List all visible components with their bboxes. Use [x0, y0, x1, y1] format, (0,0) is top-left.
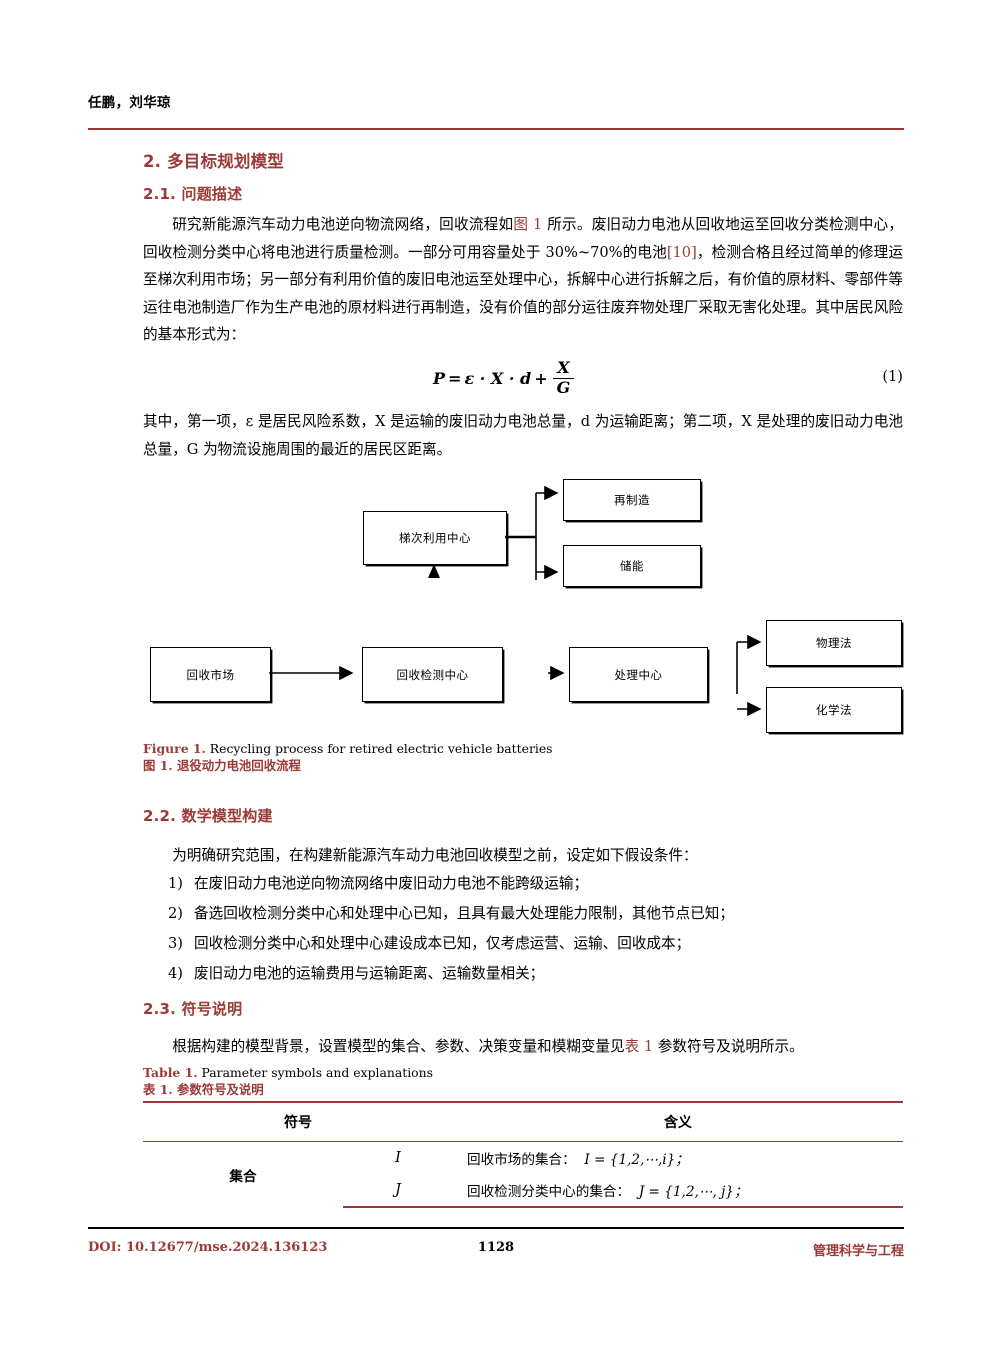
table-cell-meaning-J: 回收检测分类中心的集合： J = {1,2,⋯, j}； — [453, 1174, 903, 1208]
section-heading-2-1: 2.1. 问题描述 — [143, 185, 243, 203]
table-row: J 回收检测分类中心的集合： J = {1,2,⋯, j}； — [143, 1174, 903, 1208]
figure-caption-text-en: Recycling process for retired electric v… — [205, 741, 553, 756]
assumption-text-4: 废旧动力电池的运输费用与运输距离、运输数量相关； — [194, 965, 545, 982]
section-heading-2: 2. 多目标规划模型 — [143, 152, 284, 171]
table-header-symbol: 符号 — [143, 1101, 453, 1142]
diagram-node-physical-method[interactable]: 物理法 — [766, 620, 902, 666]
diagram-node-chemical-method[interactable]: 化学法 — [766, 687, 902, 733]
table-cell-symbol-I: I — [395, 1150, 401, 1166]
assumption-text-2: 备选回收检测分类中心和处理中心已知，且具有最大处理能力限制，其他节点已知； — [194, 905, 734, 922]
meaning-text-J: 回收检测分类中心的集合： — [467, 1184, 631, 1200]
assumption-number-2: 2) — [168, 905, 183, 922]
parameter-symbols-table: 符号 含义 集合 I 回收市场的集合： I = {1,2,⋯,i}； J 回收检… — [143, 1101, 903, 1208]
equation-equals: = — [448, 369, 462, 389]
figure-caption-en-line: Figure 1. Recycling process for retired … — [143, 740, 553, 757]
table-header-meaning: 含义 — [453, 1101, 903, 1142]
diagram-node-recycle-market[interactable]: 回收市场 — [150, 647, 271, 702]
figure-caption-text-zh: 退役动力电池回收流程 — [172, 758, 301, 773]
meaning-expression-J: J = {1,2,⋯, j}； — [638, 1184, 748, 1200]
table-cell-meaning-I: 回收市场的集合： I = {1,2,⋯,i}； — [453, 1142, 903, 1175]
arrowhead-up-to-cascade — [428, 564, 440, 578]
table-caption-zh-line: 表 1. 参数符号及说明 — [143, 1081, 433, 1098]
equation-1: P = ε · X · d + X G — [433, 358, 575, 398]
table-cell-symbol-J: J — [343, 1174, 453, 1208]
diagram-node-inspection-center[interactable]: 回收检测中心 — [362, 647, 503, 702]
table-body: 集合 I 回收市场的集合： I = {1,2,⋯,i}； J 回收检测分类中心的… — [143, 1142, 903, 1208]
table-row: 集合 I 回收市场的集合： I = {1,2,⋯,i}； — [143, 1142, 903, 1185]
equation-plus: + — [534, 369, 548, 389]
table-1-caption: Table 1. Parameter symbols and explanati… — [143, 1064, 433, 1098]
running-head: 任鹏，刘华琼 — [88, 95, 171, 111]
assumption-text-3: 回收检测分类中心和处理中心建设成本已知，仅考虑运营、运输、回收成本； — [194, 935, 691, 952]
assumption-item-3: 3) 回收检测分类中心和处理中心建设成本已知，仅考虑运营、运输、回收成本； — [168, 930, 903, 958]
table-caption-text-en: Parameter symbols and explanations — [197, 1065, 433, 1080]
fraction-numerator: X — [557, 358, 570, 377]
paragraph-symbol-explanation: 其中，第一项，ε 是居民风险系数，X 是运输的废旧动力电池总量，d 为运输距离；… — [143, 413, 903, 458]
table-caption-en-line: Table 1. Parameter symbols and explanati… — [143, 1064, 433, 1081]
assumption-number-1: 1) — [168, 875, 183, 892]
fraction-denominator: G — [556, 378, 571, 398]
table-header: 符号 含义 — [143, 1101, 903, 1142]
diagram-node-treatment-center[interactable]: 处理中心 — [569, 647, 708, 702]
paragraph-text-c: ，检测合格且经过简单的修理运至梯次利用市场；另一部分有利用价值的废旧电池运至处理… — [143, 243, 903, 344]
footer-divider — [88, 1227, 904, 1229]
section-heading-2-3: 2.3. 符号说明 — [143, 1000, 243, 1018]
paragraph-table-text-a: 根据构建的模型背景，设置模型的集合、参数、决策变量和模糊变量见 — [172, 1038, 625, 1055]
assumption-text-1: 在废旧动力电池逆向物流网络中废旧动力电池不能跨级运输； — [194, 875, 589, 892]
paragraph-text-b: 所示。废旧动力电池从回收地运至回收分类检测中心，回收检测分类中心将电池进行质量检… — [143, 216, 903, 261]
assumption-number-3: 3) — [168, 935, 183, 952]
paragraph-table-intro: 根据构建的模型背景，设置模型的集合、参数、决策变量和模糊变量见表 1 参数符号及… — [143, 1033, 903, 1061]
footer-doi[interactable]: DOI: 10.12677/mse.2024.136123 — [88, 1240, 328, 1255]
diagram-node-remanufacture[interactable]: 再制造 — [563, 479, 701, 521]
assumption-item-1: 1) 在废旧动力电池逆向物流网络中废旧动力电池不能跨级运输； — [168, 870, 903, 898]
paragraph-text-a: 研究新能源汽车动力电池逆向物流网络，回收流程如 — [172, 216, 514, 233]
table-caption-label-en: Table 1. — [143, 1065, 198, 1080]
figure-caption-label-zh: 图 1. — [143, 758, 173, 773]
assumption-item-4: 4) 废旧动力电池的运输费用与运输距离、运输数量相关； — [168, 960, 903, 988]
assumption-number-4: 4) — [168, 965, 183, 982]
equation-lhs: P — [433, 369, 446, 389]
equation-fraction: X G — [552, 358, 575, 398]
table-header-row: 符号 含义 — [143, 1101, 903, 1142]
table-caption-text-zh: 参数符号及说明 — [172, 1082, 264, 1097]
table-reference-1[interactable]: 表 1 — [624, 1038, 654, 1055]
figure-1-caption: Figure 1. Recycling process for retired … — [143, 740, 553, 774]
paragraph-problem-description: 研究新能源汽车动力电池逆向物流网络，回收流程如图 1 所示。废旧动力电池从回收地… — [143, 211, 903, 349]
section-heading-2-2: 2.2. 数学模型构建 — [143, 807, 273, 825]
header-divider — [88, 128, 904, 130]
paragraph-table-text-b: 参数符号及说明所示。 — [653, 1038, 804, 1055]
diagram-node-energy-storage[interactable]: 储能 — [563, 545, 701, 587]
equation-number: (1) — [882, 368, 903, 385]
table-caption-label-zh: 表 1. — [143, 1082, 173, 1097]
citation-reference-10[interactable]: [10] — [666, 243, 697, 261]
meaning-expression-I: I = {1,2,⋯,i}； — [584, 1152, 689, 1168]
footer-journal-name: 管理科学与工程 — [812, 1244, 904, 1259]
table-cell-group-set: 集合 — [229, 1168, 257, 1185]
footer-page-number: 1128 — [477, 1240, 515, 1255]
figure-caption-zh-line: 图 1. 退役动力电池回收流程 — [143, 757, 553, 774]
figure-caption-label-en: Figure 1. — [143, 741, 206, 756]
paragraph-model-intro: 为明确研究范围，在构建新能源汽车动力电池回收模型之前，设定如下假设条件： — [172, 847, 698, 864]
fraction-bar — [552, 377, 575, 380]
figure-reference-1[interactable]: 图 1 — [513, 216, 543, 233]
equation-1-container: P = ε · X · d + X G (1) — [143, 358, 903, 404]
assumption-item-2: 2) 备选回收检测分类中心和处理中心已知，且具有最大处理能力限制，其他节点已知； — [168, 900, 903, 928]
equation-term-1: ε · X · d — [464, 369, 532, 389]
meaning-text-I: 回收市场的集合： — [467, 1152, 576, 1168]
diagram-node-cascade-center[interactable]: 梯次利用中心 — [363, 511, 507, 565]
